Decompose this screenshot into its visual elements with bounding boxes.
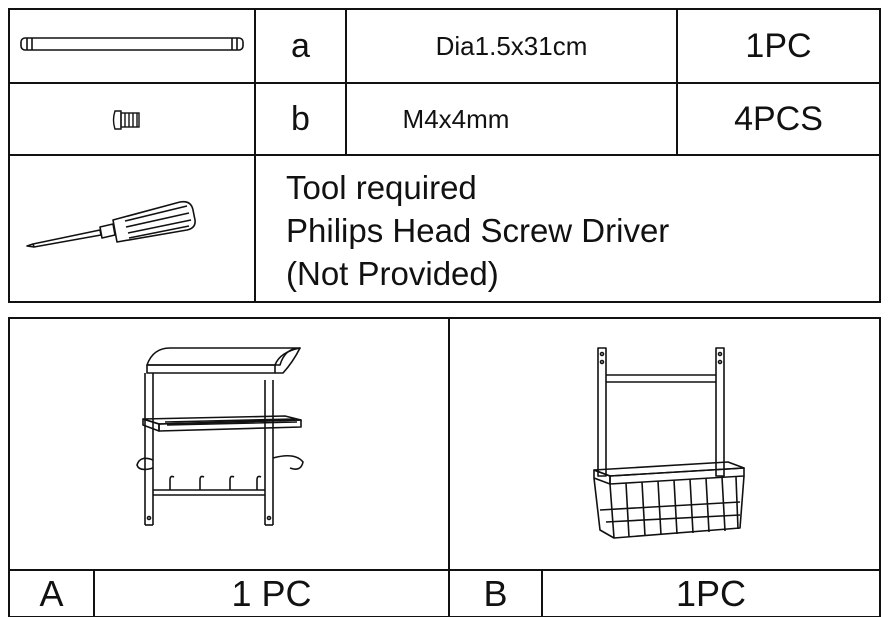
- component-b-quantity: 1PC: [675, 572, 747, 614]
- screwdriver-icon: [26, 200, 196, 248]
- part-b-quantity: 4PCS: [734, 99, 823, 138]
- part-b-size: M4x4mm: [402, 103, 510, 134]
- part-a-letter: a: [291, 26, 310, 65]
- tool-line-2: Philips Head Screw Driver: [286, 212, 670, 249]
- part-a-quantity: 1PC: [745, 26, 812, 65]
- tool-line-3: (Not Provided): [286, 255, 499, 292]
- basket-rack-icon: [593, 347, 745, 539]
- screw-icon: [112, 110, 140, 130]
- component-b-letter: B: [483, 572, 508, 614]
- part-a-size: Dia1.5x31cm: [435, 30, 588, 61]
- shelf-rack-icon: [136, 347, 304, 526]
- component-a-letter: A: [39, 572, 64, 614]
- component-a-quantity: 1 PC: [231, 572, 312, 614]
- tool-note: Tool required Philips Head Screw Driver …: [286, 166, 876, 295]
- tool-line-1: Tool required: [286, 169, 477, 206]
- rod-icon: [20, 37, 244, 51]
- part-b-letter: b: [291, 99, 310, 138]
